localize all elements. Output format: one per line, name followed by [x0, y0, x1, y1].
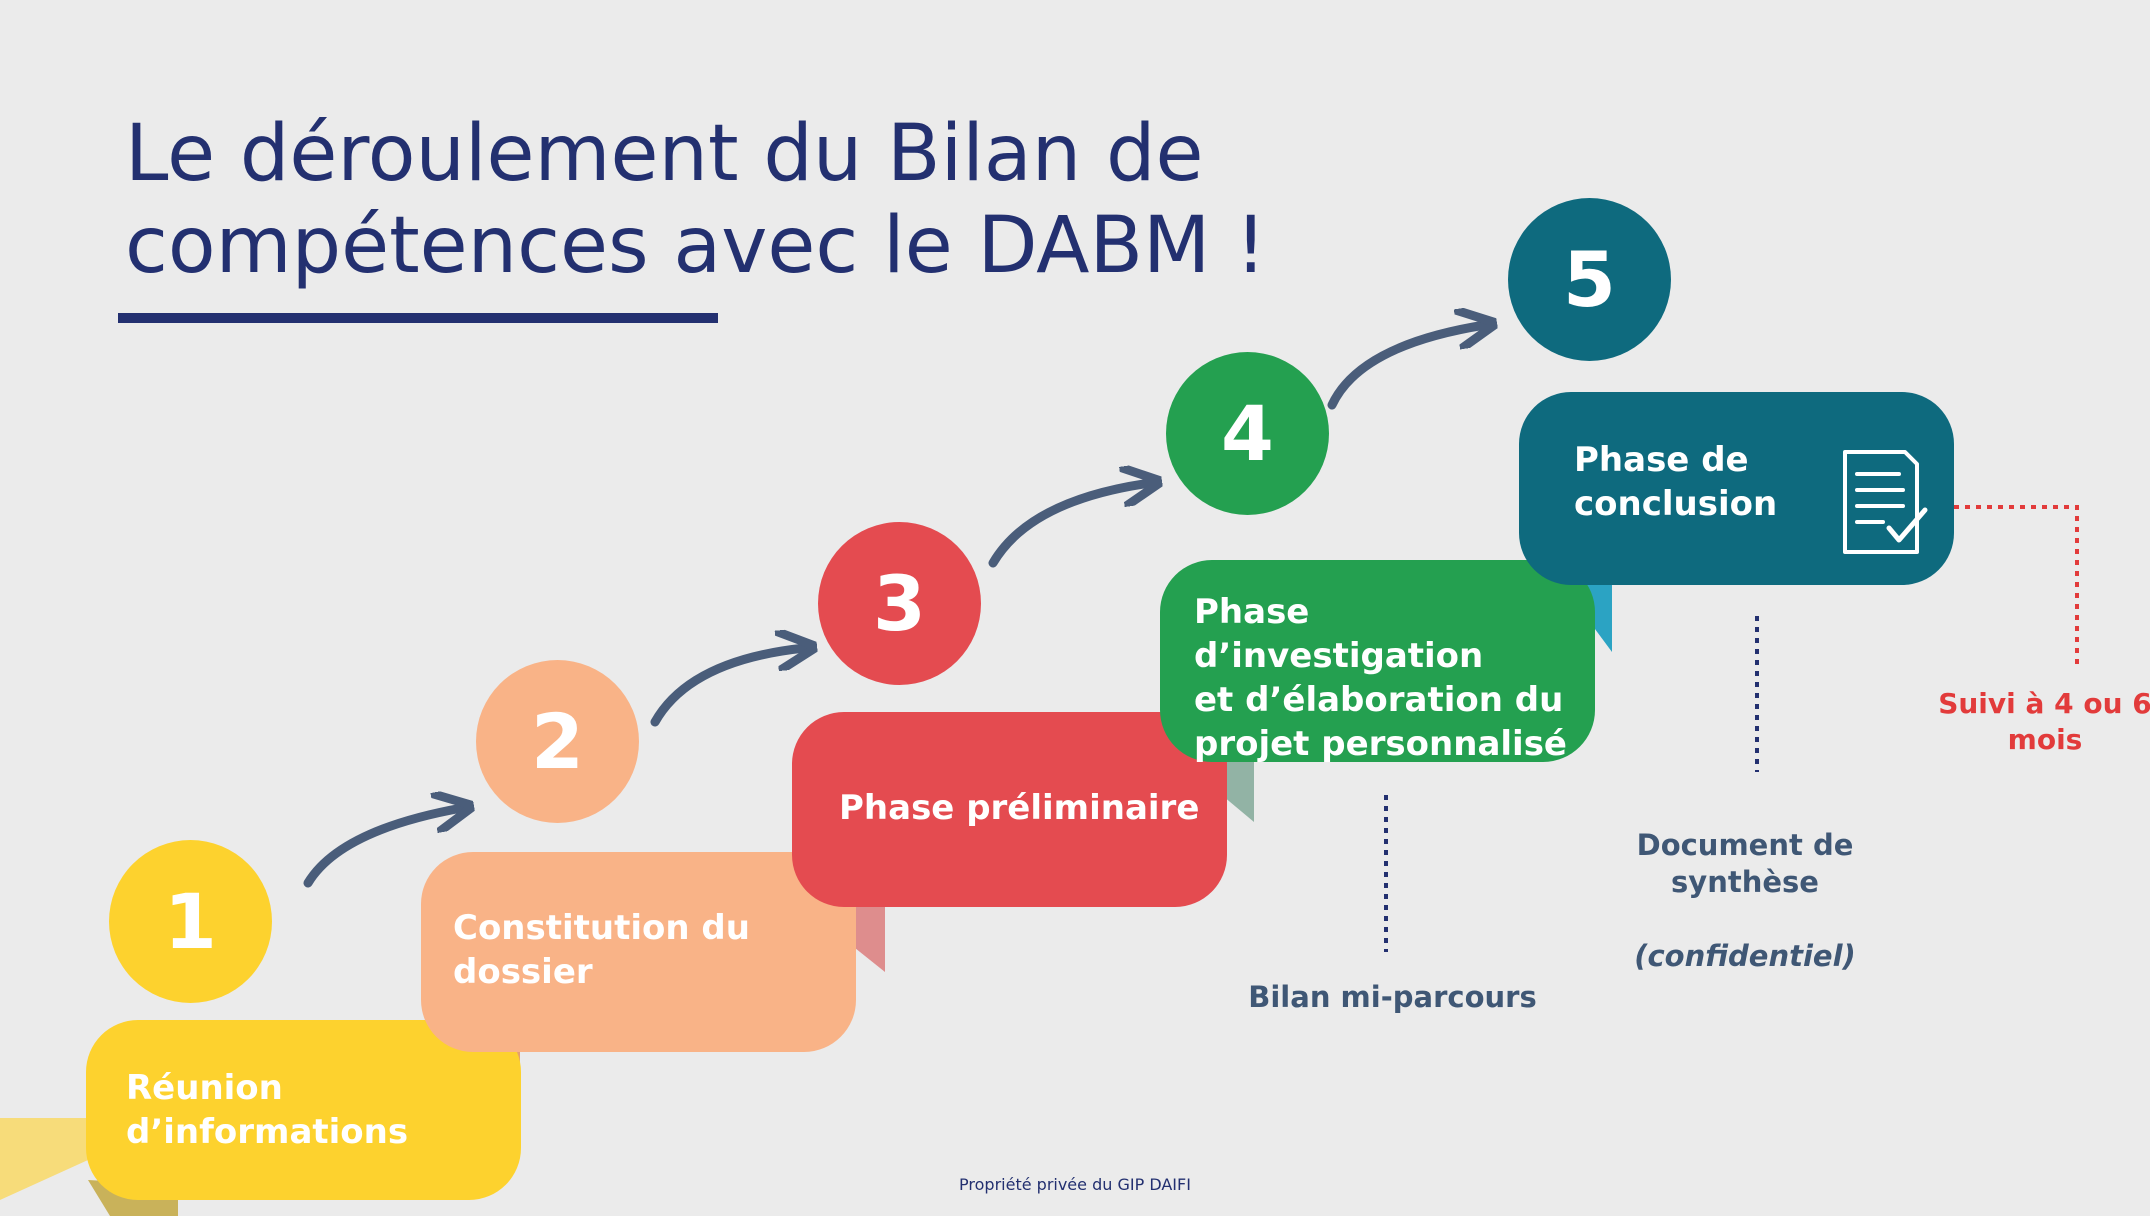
curved-arrow-icon [1327, 325, 1485, 410]
curved-arrow-icon [650, 648, 805, 727]
step-3-number: 3 [818, 522, 981, 685]
step-1-number: 1 [109, 840, 272, 1003]
footer-copyright: Propriété privée du GIP DAIFI [959, 1175, 1191, 1194]
step-2-number: 2 [476, 660, 639, 823]
step-4-box: Phase d’investigation et d’élaboration d… [1160, 560, 1595, 764]
mid-review-note: Bilan mi-parcours [1248, 980, 1537, 1014]
step-3-box: Phase préliminaire [792, 712, 1227, 907]
synthesis-note: Document de synthèse (confidentiel) [1595, 790, 1895, 975]
step-4-number: 4 [1166, 352, 1329, 515]
step-1-label: Réunion d’informations [126, 1068, 409, 1152]
step-5-box: Phase de conclusion [1519, 392, 1954, 585]
follow-up-note: Suivi à 4 ou 6 mois [1938, 687, 2150, 756]
step-5-number: 5 [1508, 198, 1671, 361]
curved-arrow-icon [988, 483, 1150, 568]
document-check-icon [1843, 450, 1928, 554]
ribbon-tail [0, 1118, 100, 1200]
step-3-label: Phase préliminaire [839, 788, 1200, 828]
title-underline [118, 313, 718, 323]
step-2-box: Constitution du dossier [421, 852, 856, 1052]
curved-arrow-icon [303, 808, 462, 888]
connector-follow-up [1954, 505, 2079, 668]
step-1-box: Réunion d’informations [86, 1020, 521, 1200]
step-2-label: Constitution du dossier [453, 908, 750, 992]
step-4-label: Phase d’investigation et d’élaboration d… [1194, 592, 1567, 764]
step-5-label: Phase de conclusion [1574, 440, 1778, 524]
synthesis-note-confidential: (confidentiel) [1634, 939, 1856, 973]
page-title: Le déroulement du Bilan de compétences a… [125, 109, 1267, 291]
synthesis-note-title: Document de synthèse [1636, 828, 1854, 899]
